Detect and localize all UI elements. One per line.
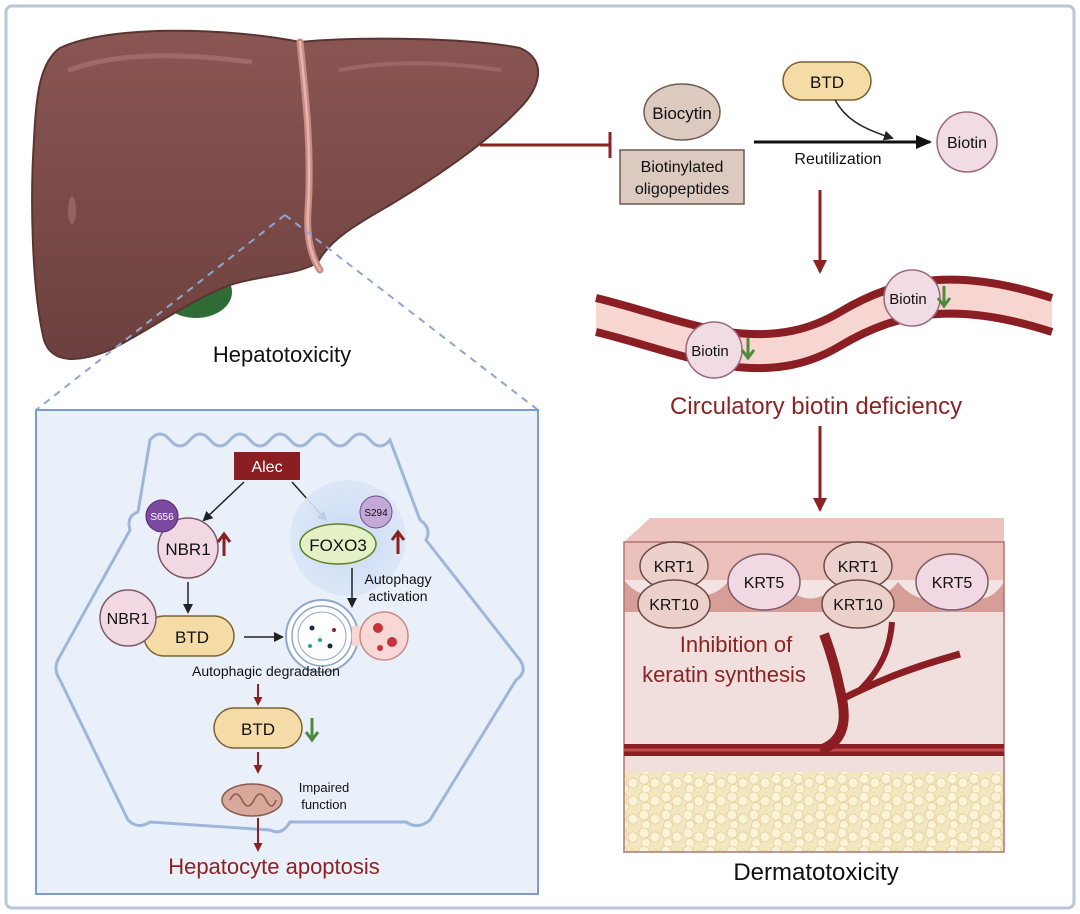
reutilization-label: Reutilization	[794, 151, 881, 168]
nbr1-label: NBR1	[165, 540, 210, 559]
up-arrow-icon	[216, 531, 232, 556]
liver-illustration	[31, 29, 539, 360]
down-arrow-icon	[936, 286, 952, 309]
impaired-line2: function	[301, 797, 347, 812]
btd-catalysis-arrow	[834, 99, 894, 141]
alec-label: Alec	[251, 459, 282, 476]
alec-to-nbr1-arrow	[202, 481, 245, 522]
oligopeptides-node: Biotinylated oligopeptides	[619, 149, 745, 205]
keratin-krt5-a: KRT5	[727, 553, 801, 611]
vessel-biotin-2-label: Biotin	[889, 291, 927, 308]
vessel-caption: Circulatory biotin deficiency	[670, 393, 962, 420]
btd-reduced-node: BTD	[213, 707, 320, 749]
impaired-line1: Impaired	[299, 780, 350, 795]
krt10-a-label: KRT10	[649, 597, 699, 614]
autophagy-line2: activation	[368, 588, 427, 604]
krt10-b-label: KRT10	[833, 597, 883, 614]
liver-title: Hepatotoxicity	[213, 342, 351, 367]
down-arrow-icon	[740, 338, 756, 361]
nbr1-complex-label: NBR1	[107, 611, 150, 628]
s294-label: S294	[364, 508, 388, 519]
vessel-biotin-1-label: Biotin	[691, 343, 729, 360]
zoom-line-right	[284, 214, 539, 411]
s656-label: S656	[150, 512, 174, 523]
s656-site	[145, 499, 179, 533]
krt5-a-label: KRT5	[744, 575, 785, 592]
krt5-b-label: KRT5	[932, 575, 973, 592]
krt1-b-label: KRT1	[838, 559, 879, 576]
liver-highlight	[67, 53, 253, 73]
liver-ligament-highlight	[298, 40, 322, 272]
liver-spot	[68, 196, 76, 224]
oligopeptides-line2: oligopeptides	[635, 181, 729, 198]
mitochondria-icon	[221, 783, 283, 817]
biocytin-node: Biocytin	[643, 83, 721, 141]
inhibition-line2: keratin synthesis	[642, 662, 806, 687]
keratin-group-a: KRT1 KRT10	[637, 541, 711, 629]
vessel-biotin-2: Biotin	[883, 269, 952, 327]
autophagic-degradation-label: Autophagic degradation	[192, 663, 340, 679]
btd-reduced-label: BTD	[241, 720, 275, 739]
biocytin-label: Biocytin	[652, 104, 712, 123]
btd-enzyme-label: BTD	[810, 73, 844, 92]
zoom-line-left	[35, 214, 286, 411]
nbr1-btd-complex: NBR1 BTD	[99, 589, 235, 657]
oligopeptides-line1: Biotinylated	[641, 159, 724, 176]
liver-body	[31, 29, 539, 360]
btd-enzyme-node: BTD	[782, 61, 872, 101]
s294-site	[359, 495, 393, 529]
biotin-label: Biotin	[947, 135, 987, 152]
inhibition-line1: Inhibition of	[680, 632, 793, 657]
foxo3-label: FOXO3	[309, 536, 367, 555]
vessel-biotin-1: Biotin	[685, 321, 756, 379]
skin-title: Dermatotoxicity	[733, 859, 898, 886]
keratin-krt5-b: KRT5	[915, 553, 989, 611]
up-arrow-icon	[390, 529, 406, 554]
down-arrow-icon	[304, 718, 320, 743]
apoptosis-label: Hepatocyte apoptosis	[168, 854, 380, 879]
foxo3-node: FOXO3 S294	[290, 480, 406, 596]
biotin-node: Biotin	[936, 111, 998, 173]
keratin-group-b: KRT1 KRT10	[821, 541, 895, 629]
alec-node: Alec	[234, 452, 300, 480]
krt1-a-label: KRT1	[654, 559, 695, 576]
btd-complex-label: BTD	[175, 628, 209, 647]
autophagolysosome	[285, 599, 409, 673]
liver-highlight-2	[338, 61, 502, 72]
nbr1-node: NBR1 S656	[145, 499, 232, 579]
autophagy-line1: Autophagy	[365, 571, 432, 587]
